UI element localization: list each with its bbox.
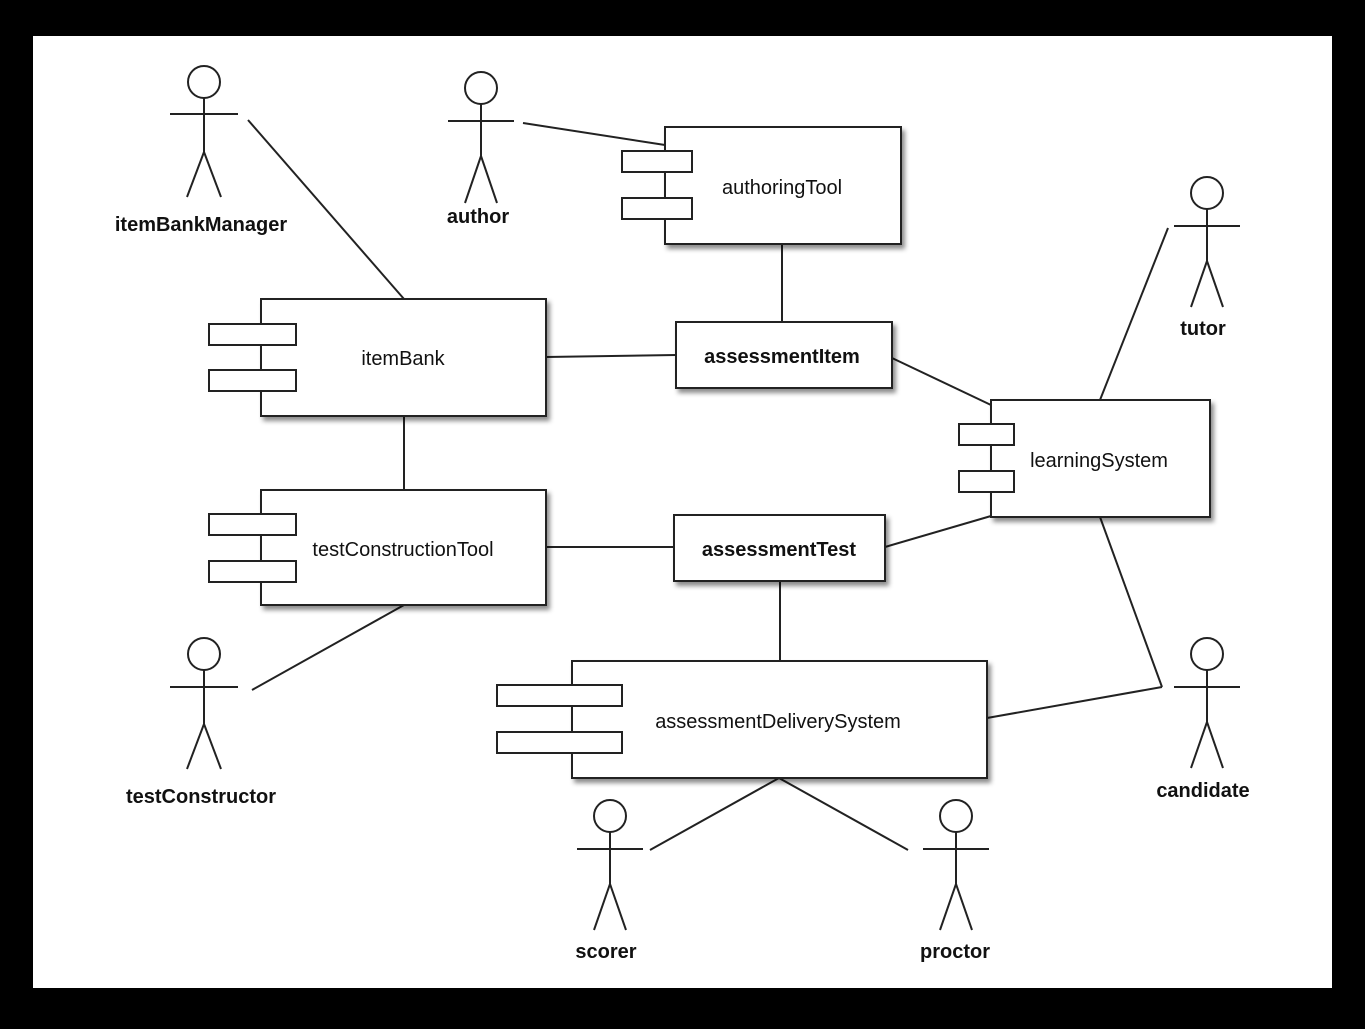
component-learning-system[interactable]: learningSystem xyxy=(958,399,1211,518)
component-authoring-tool[interactable]: authoringTool xyxy=(621,126,902,245)
authoring-tool-label: authoringTool xyxy=(722,177,842,199)
link-tutor-learningsystem xyxy=(1099,227,1169,401)
link-deliverysystem-proctor xyxy=(778,777,909,851)
actor-item-bank-manager-label: itemBankManager xyxy=(115,214,287,236)
actor-tutor[interactable] xyxy=(1174,176,1240,308)
object-assessment-item[interactable]: assessmentItem xyxy=(675,321,893,389)
link-assessmentitem-learningsystem xyxy=(891,357,992,406)
link-candidate-deliverysystem xyxy=(986,686,1163,719)
link-deliverysystem-scorer xyxy=(649,777,780,851)
actor-scorer-label: scorer xyxy=(575,941,636,963)
component-test-construction-tool[interactable]: testConstructionTool xyxy=(208,489,547,606)
actor-author-label: author xyxy=(447,206,509,228)
assessment-test-label: assessmentTest xyxy=(702,539,857,561)
link-learningsystem-candidate xyxy=(1099,516,1163,688)
test-construction-tool-label: testConstructionTool xyxy=(312,539,493,561)
actor-proctor-label: proctor xyxy=(920,941,990,963)
component-assessment-delivery-system[interactable]: assessmentDeliverySystem xyxy=(496,660,988,779)
connectors xyxy=(247,119,1169,851)
actor-test-constructor[interactable] xyxy=(170,637,238,770)
link-author-authoringtool xyxy=(522,122,666,146)
actor-tutor-label: tutor xyxy=(1180,318,1226,340)
actor-author[interactable] xyxy=(448,71,514,204)
actor-candidate[interactable] xyxy=(1174,637,1240,769)
actor-proctor[interactable] xyxy=(923,799,989,931)
assessment-delivery-system-label: assessmentDeliverySystem xyxy=(655,711,901,733)
item-bank-label: itemBank xyxy=(361,348,445,370)
link-assessmenttest-learningsystem xyxy=(884,515,992,548)
actor-test-constructor-label: testConstructor xyxy=(126,786,276,808)
assessment-item-label: assessmentItem xyxy=(704,346,860,368)
link-testconstructiontool-testconstructor xyxy=(251,604,405,691)
component-item-bank[interactable]: itemBank xyxy=(208,298,547,417)
actor-item-bank-manager[interactable] xyxy=(170,65,238,198)
actor-scorer[interactable] xyxy=(577,799,643,931)
learning-system-label: learningSystem xyxy=(1030,450,1168,472)
actor-candidate-label: candidate xyxy=(1156,780,1249,802)
link-itembankmanager-itembank xyxy=(247,119,405,300)
object-assessment-test[interactable]: assessmentTest xyxy=(673,514,886,582)
link-itembank-assessmentitem xyxy=(545,354,677,358)
